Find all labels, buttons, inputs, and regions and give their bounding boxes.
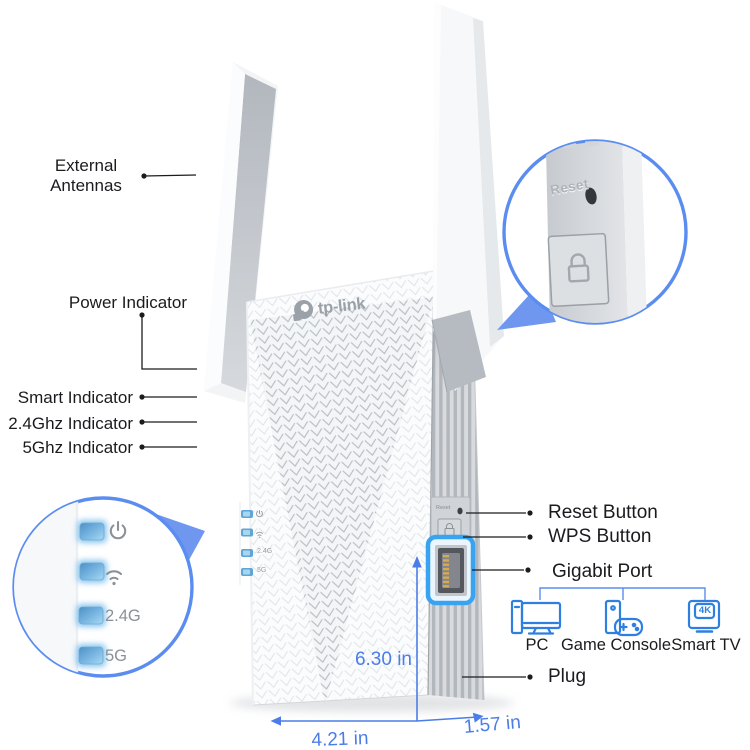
power-icon: [256, 510, 263, 518]
gigabit-port: [425, 534, 476, 606]
callout-led-label-5g: 5G: [105, 647, 128, 665]
brand-text: tp-link: [317, 294, 367, 318]
right-antenna: [431, 2, 504, 393]
wps-button-large: [547, 232, 610, 308]
tp-link-logo-icon: [293, 300, 314, 322]
reset-pinhole-large: [585, 187, 597, 205]
port-pins: [443, 555, 449, 588]
game-console-icon: [604, 599, 644, 637]
caption-smart-tv: Smart TV: [671, 636, 741, 654]
reset-callout-circle: [497, 139, 688, 330]
leader-lines: [141, 174, 526, 678]
power-icon-large: [109, 524, 127, 540]
device-led-label-24g: 2.4G: [257, 548, 273, 555]
label-24ghz-indicator: 2.4Ghz Indicator: [8, 414, 133, 433]
callout-led-label-24g: 2.4G: [105, 607, 141, 625]
device-led-label-5g: 5G: [257, 567, 267, 574]
smart-tv-icon: [687, 599, 721, 633]
label-power-indicator: Power Indicator: [68, 293, 187, 312]
dimension-width: 4.21 in: [311, 728, 369, 750]
measurement-lines: [276, 565, 479, 722]
right-antenna-hinge: [432, 310, 486, 392]
connected-device-icons: [510, 599, 721, 637]
tp-link-logo: tp-link: [290, 293, 367, 324]
wifi-icon-large: [105, 570, 123, 581]
reset-label-side: Reset: [436, 505, 451, 511]
led-callout-leds: [76, 520, 107, 667]
tv-4k-badge: 4K: [698, 605, 712, 616]
devices-bracket: [539, 587, 706, 601]
leader-dots: [139, 173, 533, 680]
lock-icon-large: [567, 253, 590, 283]
reset-pinhole: [457, 507, 463, 515]
wifi-icon: [256, 531, 263, 536]
measurement-arrowheads: [270, 556, 484, 726]
label-reset-button: Reset Button: [548, 502, 658, 523]
label-external-antennas: External Antennas: [50, 156, 122, 196]
label-plug: Plug: [548, 666, 587, 687]
left-antenna: [204, 62, 278, 403]
device-led-strip: [239, 502, 263, 585]
dimension-height: 6.30 in: [354, 649, 412, 670]
label-wps-button: WPS Button: [548, 526, 652, 547]
pc-icon: [510, 599, 562, 635]
caption-game-console: Game Console: [560, 636, 672, 654]
label-5ghz-indicator: 5Ghz Indicator: [22, 438, 133, 457]
label-gigabit-port: Gigabit Port: [552, 561, 653, 582]
caption-pc: PC: [525, 636, 549, 654]
device-front-face: [246, 270, 435, 706]
label-smart-indicator: Smart Indicator: [17, 388, 133, 407]
